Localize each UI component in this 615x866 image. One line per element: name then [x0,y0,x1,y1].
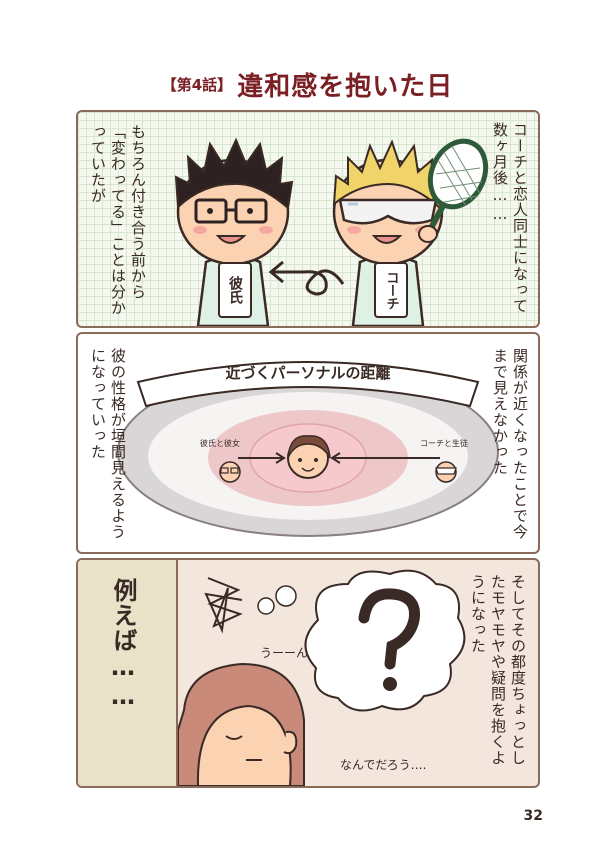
tag-boyfriend-text: 彼氏 [227,276,243,304]
distance-diagram [117,361,499,537]
panel3-left-box: 例えば…… [78,560,178,786]
distance-banner-text: 近づくパーソナルの距離 [225,364,391,382]
panel-1: 彼氏 コーチ コーチと恋人同士になって数ヶ月後…… もちろん付き合う前から「変わ… [76,110,540,328]
tag-coach-text: コーチ [383,270,399,310]
label-couple: 彼氏と彼女 [200,439,240,448]
tag-coach: コーチ [374,262,408,318]
panel1-left-caption: もちろん付き合う前から「変わってる」ことは分かっていたが [89,124,147,316]
panel2-left-caption: 彼の性格が垣間見えるようになっていった [89,348,127,540]
panel1-right-caption: コーチと恋人同士になって数ヶ月後…… [491,122,529,314]
sound-effect: うーーん [260,646,309,660]
panel3-right-caption: そしてその都度ちょっとしたモヤモヤや疑問を抱くようになった [469,574,527,766]
thought-caption: なんでだろう…. [340,758,427,772]
panel-2: 近づくパーソナルの距離 彼氏と彼女 コーチと生徒 関係が近くなったことで今まで見… [76,332,540,554]
tag-boyfriend: 彼氏 [218,262,252,318]
thinking-illustration [178,569,466,786]
page-number: 32 [523,808,543,824]
label-coach-student: コーチと生徒 [420,439,468,448]
chapter-title: 【第4話】 違和感を抱いた日 [0,66,615,103]
episode-label: 【第4話】 [161,76,233,94]
panel3-example-text: 例えば…… [109,578,137,711]
panel2-right-caption: 関係が近くなったことで今まで見えなかった [491,348,529,540]
episode-title: 違和感を抱いた日 [237,72,454,102]
panel-3: 例えば…… うーーん なんでだろう…. そしてその都度ちょっとしたモヤモヤや疑問… [76,558,540,788]
